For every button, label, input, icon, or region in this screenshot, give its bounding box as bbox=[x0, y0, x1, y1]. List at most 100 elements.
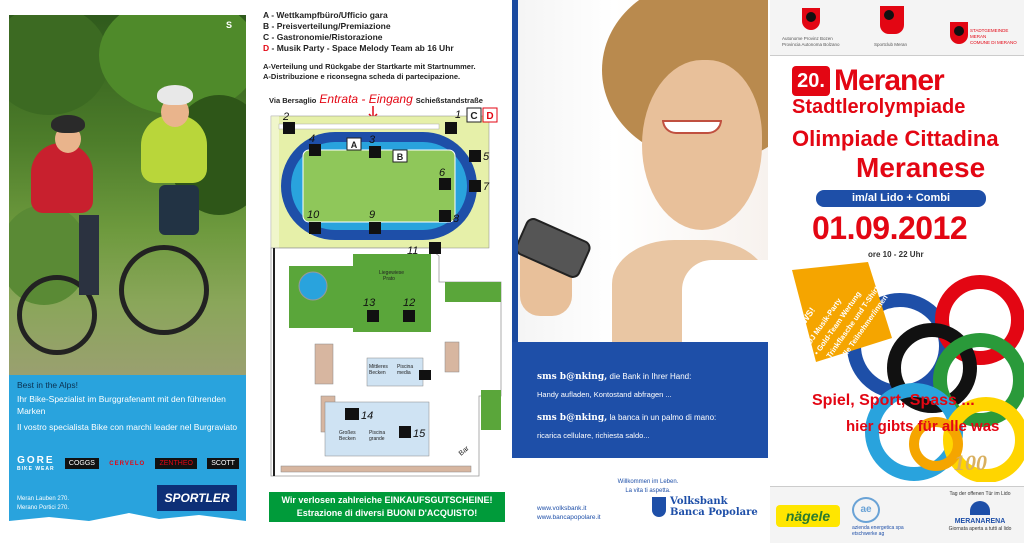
station-2: 2 bbox=[282, 111, 289, 123]
entrance-label: Entrata - Eingang bbox=[319, 92, 413, 106]
svg-text:A: A bbox=[351, 140, 358, 150]
svg-text:Prato: Prato bbox=[383, 276, 395, 282]
edition-badge: 20. bbox=[792, 66, 830, 96]
gore-logo: GORE BIKE WEAR bbox=[17, 455, 55, 472]
svg-text:B: B bbox=[397, 152, 404, 162]
url-volksbank[interactable]: www.volksbank.it bbox=[537, 505, 587, 512]
sms-banking-block: sms b@nking, die Bank in Ihrer Hand: Han… bbox=[512, 342, 768, 458]
svg-text:Piscina: Piscina bbox=[397, 364, 413, 370]
sportler-logo: SPORTLER bbox=[157, 485, 237, 511]
banner-line-de: Wir verlosen zahlreiche EINKAUFSGUTSCHEI… bbox=[281, 495, 493, 505]
nagele-logo: nägele bbox=[776, 505, 840, 527]
station-6: 6 bbox=[439, 167, 446, 179]
brand-logo-row: GORE BIKE WEAR COGGS CERVELO ZENTHEO SCO… bbox=[17, 455, 239, 472]
zentheo-logo: ZENTHEO bbox=[155, 458, 197, 469]
title-meraner: Meraner bbox=[834, 64, 945, 97]
title-meranese: Meranese bbox=[856, 152, 986, 183]
station-1: 1 bbox=[455, 109, 461, 121]
prize-banner: Wir verlosen zahlreiche EINKAUFSGUTSCHEI… bbox=[269, 492, 505, 522]
svg-text:media: media bbox=[397, 370, 411, 376]
svg-text:Becken: Becken bbox=[339, 436, 356, 442]
welcome-text: Willkommen im Leben. La vita ti aspetta. bbox=[617, 479, 679, 494]
bike-wheel bbox=[119, 245, 209, 335]
azienda-energetica-logo: ae azienda energetica spa etschwerke ag bbox=[852, 497, 932, 537]
banner-line-it: Estrazione di diversi BUONI D'ACQUISTO! bbox=[296, 508, 478, 518]
sportler-tag-icon: S bbox=[226, 20, 233, 30]
sms-line-it: sms b@nking, la banca in un palmo di man… bbox=[537, 413, 717, 423]
venue-map-panel: A - Wettkampfbüro/Ufficio gara B - Preis… bbox=[263, 10, 508, 530]
sportler-addresses: Meran Lauben 270. Merano Portici 270. bbox=[17, 495, 69, 513]
station-9: 9 bbox=[369, 209, 375, 221]
svg-text:100: 100 bbox=[954, 450, 987, 475]
province-label: Autonome Provinz Bozen Provincia Autonom… bbox=[782, 36, 840, 47]
side-strip bbox=[512, 0, 518, 342]
volksbank-mark-icon bbox=[652, 497, 666, 517]
address-meran: Meran Lauben 270. bbox=[17, 496, 70, 502]
road-left-label: Via Bersaglio bbox=[269, 96, 317, 105]
station-5: 5 bbox=[483, 151, 490, 163]
svg-text:Großes: Großes bbox=[339, 430, 356, 436]
sponsor-footer: nägele ae azienda energetica spa etschwe… bbox=[770, 486, 1024, 543]
bank-ad-panel: sms b@nking, die Bank in Ihrer Hand: Han… bbox=[512, 0, 768, 543]
news-badge: NEWS! • DJ Musik-Party • Gold-Team Wertu… bbox=[792, 262, 892, 362]
province-crest-icon bbox=[802, 8, 820, 30]
lawn-label: Liegewiese bbox=[379, 270, 404, 276]
sportler-text-block: Best in the Alps! Ihr Bike-Spezialist im… bbox=[17, 379, 239, 437]
mountain-silhouette-icon bbox=[9, 513, 246, 525]
cervelo-logo: CERVELO bbox=[109, 460, 146, 467]
station-11: 11 bbox=[407, 245, 418, 257]
station-13: 13 bbox=[363, 297, 376, 309]
sms-sub-it: ricarica cellulare, richiesta saldo... bbox=[537, 431, 650, 440]
svg-text:Piscina: Piscina bbox=[369, 430, 385, 436]
sportler-ad-panel: S Best in the Alps! Ihr Bike-Spezialist … bbox=[9, 15, 246, 525]
ae-mark-icon: ae bbox=[852, 497, 880, 523]
slogan-spiel: Spiel, Sport, Spass ... bbox=[812, 392, 975, 409]
road-labels: Via Bersaglio Entrata - Eingang Schießst… bbox=[269, 92, 509, 106]
meranarena-logo: Tag der offenen Tür im Lido MERANARENA G… bbox=[948, 491, 1012, 532]
title-stadtlerolympiade: Stadtlerolympiade bbox=[792, 96, 966, 118]
event-cover-panel: Autonome Provinz Bozen Provincia Autonom… bbox=[770, 0, 1024, 543]
sms-sub-de: Handy aufladen, Kontostand abfragen ... bbox=[537, 390, 672, 399]
url-bancapopolare[interactable]: www.bancapopolare.it bbox=[537, 514, 601, 521]
location-pill: im/al Lido + Combi bbox=[816, 190, 986, 207]
sms-line-de: sms b@nking, die Bank in Ihrer Hand: bbox=[537, 372, 692, 382]
svg-text:D: D bbox=[486, 111, 493, 122]
woman-phone-photo bbox=[512, 0, 768, 342]
rider-red-shirt bbox=[31, 143, 93, 213]
bank-urls: www.volksbank.it www.bancapopolare.it bbox=[537, 504, 601, 522]
map-legend: A - Wettkampfbüro/Ufficio gara B - Preis… bbox=[263, 10, 508, 82]
address-merano: Merano Portici 270. bbox=[17, 505, 70, 511]
station-4: 4 bbox=[309, 133, 315, 145]
slogan-hier: hier gibts für alle was bbox=[846, 418, 1000, 435]
scott-logo: SCOTT bbox=[207, 458, 239, 469]
olympic-rings-icon bbox=[847, 275, 1024, 482]
city-label: STADTGEMEINDE MERAN COMUNE DI MERANO bbox=[970, 28, 1017, 45]
volksbank-logo: Volksbank Banca Popolare bbox=[652, 496, 758, 518]
mountain-bikers-photo: S bbox=[9, 15, 246, 375]
svg-text:Becken: Becken bbox=[369, 370, 386, 376]
bike-wheel bbox=[17, 275, 97, 355]
legend-item-c: C - Gastronomie/Ristorazione bbox=[263, 32, 383, 42]
bank-footer: Willkommen im Leben. La vita ti aspetta.… bbox=[512, 458, 768, 543]
station-14: 14 bbox=[361, 410, 373, 422]
station-15: 15 bbox=[413, 428, 426, 440]
sponsor-header: Autonome Provinz Bozen Provincia Autonom… bbox=[770, 0, 1024, 56]
station-12: 12 bbox=[403, 297, 415, 309]
legend-item-d: D - Musik Party - Space Melody Team ab 1… bbox=[263, 43, 454, 53]
venue-map: D C A B 2 1 4 3 5 6 7 8 10 9 bbox=[270, 106, 502, 477]
road-right-label: Schießstandstraße bbox=[415, 96, 483, 105]
svg-text:Mittleres: Mittleres bbox=[369, 364, 388, 370]
sportler-text-de: Ihr Bike-Spezialist im Burggrafenamt mit… bbox=[17, 394, 226, 416]
svg-text:C: C bbox=[470, 111, 477, 122]
title-olimpiade-cittadina: Olimpiade Cittadina bbox=[792, 126, 999, 151]
station-3: 3 bbox=[369, 134, 376, 146]
station-10: 10 bbox=[307, 209, 320, 221]
meranarena-mark-icon bbox=[970, 501, 990, 515]
sportler-tagline: Best in the Alps! bbox=[17, 380, 78, 390]
sportclub-label: Sportclub Meran bbox=[874, 42, 908, 47]
coggs-logo: COGGS bbox=[64, 458, 99, 469]
100-years-logo-icon: 100 bbox=[954, 450, 987, 475]
event-date: 01.09.2012 bbox=[812, 210, 968, 246]
station-8: 8 bbox=[453, 213, 460, 225]
